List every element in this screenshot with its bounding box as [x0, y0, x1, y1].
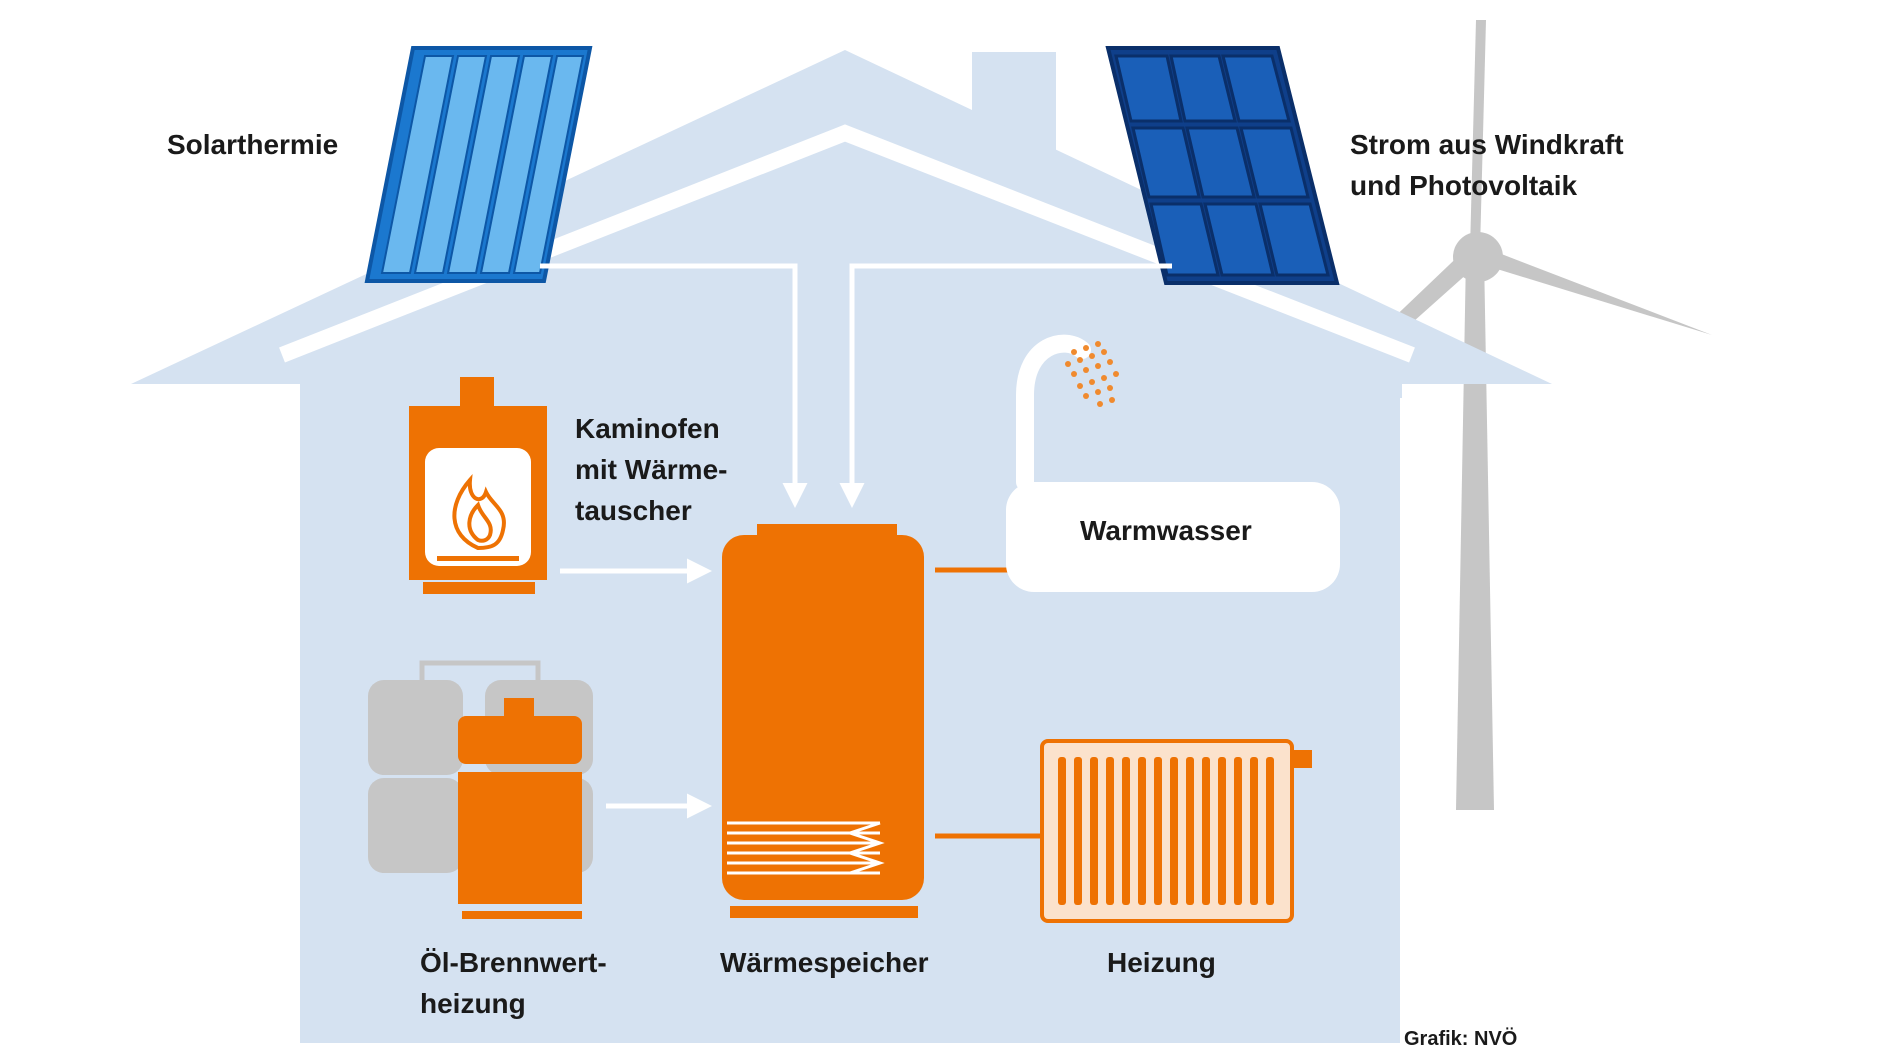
flame-icon: [452, 474, 506, 551]
label-kaminofen-line2: mit Wärme-: [575, 454, 727, 485]
label-solarthermie: Solarthermie: [167, 129, 338, 160]
supply-arrows: [540, 263, 1172, 819]
label-strom-line2: und Photovoltaik: [1350, 170, 1578, 201]
label-kaminofen-line3: tauscher: [575, 495, 692, 526]
oil-boiler-icon: [368, 660, 593, 919]
solar-thermal-panel-icon: [364, 46, 593, 283]
turbine-tower: [1456, 255, 1494, 810]
turbine-blade-up: [1470, 20, 1486, 250]
turbine-blade-right: [1478, 245, 1712, 335]
label-strom-line1: Strom aus Windkraft: [1350, 129, 1624, 160]
label-kaminofen-line1: Kaminofen: [575, 413, 720, 444]
turbine-hub: [1453, 232, 1503, 282]
radiator-fins: [1058, 757, 1274, 905]
label-warmwasser: Warmwasser: [1080, 515, 1252, 546]
shower-spray-icon: [1065, 341, 1119, 407]
label-oel-line2: heizung: [420, 988, 526, 1019]
label-waermespeicher: Wärmespeicher: [720, 947, 929, 978]
label-oel-line1: Öl-Brennwert-: [420, 947, 607, 978]
heat-storage-tank-icon: [722, 524, 924, 918]
label-heizung: Heizung: [1107, 947, 1216, 978]
graphic-credit: Grafik: NVÖ: [1404, 1027, 1517, 1050]
heat-exchanger-coil-icon: [727, 821, 885, 875]
photovoltaic-panel-icon: [1105, 46, 1340, 285]
electricity-arrow-icon: [839, 263, 1172, 508]
bathtub-shower-icon: [1006, 334, 1340, 592]
solar-thermal-arrow-icon: [540, 263, 808, 508]
fireplace-stove-icon: [409, 377, 547, 594]
radiator-icon: [1040, 739, 1312, 923]
